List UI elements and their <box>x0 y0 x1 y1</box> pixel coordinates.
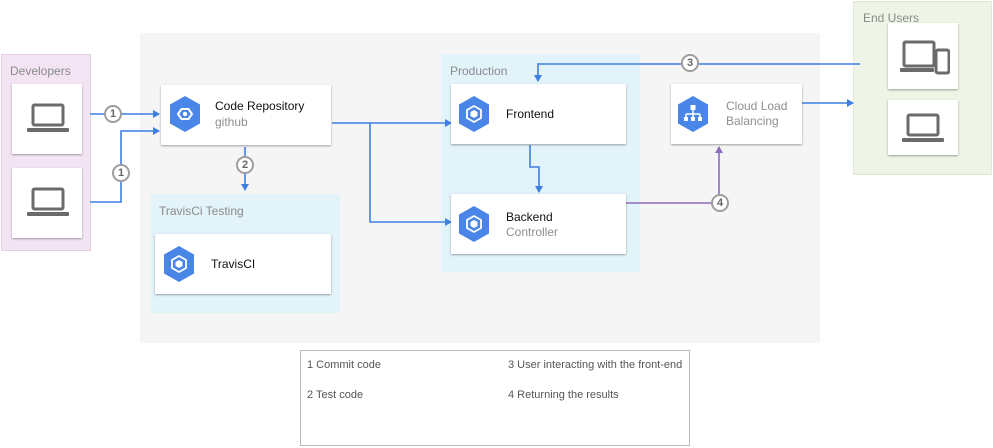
production-label: Production <box>450 64 508 78</box>
developer-laptop-1[interactable] <box>12 84 82 154</box>
legend-user-interacting: 3 User interacting with the front-end <box>508 359 683 371</box>
load-balancing-icon <box>678 96 708 132</box>
load-balancing-title: Cloud Load <box>726 99 788 113</box>
frontend-to-backend-arrow <box>529 145 543 193</box>
kubernetes-engine-icon <box>459 96 489 132</box>
code-repository-card[interactable]: Code Repository github <box>161 85 331 145</box>
frontend-title: Frontend <box>506 107 555 121</box>
badge-test: 2 <box>236 156 254 174</box>
load-balancing-card[interactable]: Cloud Load Balancing <box>671 84 802 144</box>
kubernetes-engine-icon <box>164 246 194 282</box>
developer-laptop-2[interactable] <box>12 168 82 238</box>
travisci-title: TravisCI <box>211 257 256 271</box>
end-user-laptop[interactable] <box>888 100 958 155</box>
results-arrow <box>626 146 723 204</box>
frontend-card[interactable]: Frontend <box>451 84 626 144</box>
laptop-icon <box>27 103 69 132</box>
code-repository-title: Code Repository <box>215 99 305 113</box>
badge-results: 4 <box>711 194 729 212</box>
kubernetes-engine-icon <box>459 206 489 242</box>
end-users-label: End Users <box>863 11 920 25</box>
user-to-frontend-arrow <box>534 63 860 82</box>
repo-to-backend-arrow <box>369 123 452 226</box>
legend-returning-results: 4 Returning the results <box>508 389 619 401</box>
badge-user: 3 <box>681 54 699 72</box>
legend-commit-code: 1 Commit code <box>307 359 381 371</box>
legend-box: 1 Commit code 2 Test code 3 User interac… <box>300 350 690 446</box>
developers-label: Developers <box>10 64 71 78</box>
travis-testing-label: TravisCi Testing <box>159 204 244 218</box>
laptop-icon <box>902 113 944 142</box>
badge-commit-bottom: 1 <box>112 164 130 182</box>
travisci-card[interactable]: TravisCI <box>155 234 331 294</box>
backend-card[interactable]: Backend Controller <box>451 194 626 254</box>
laptop-icon <box>27 187 69 216</box>
end-user-mobile-laptop[interactable] <box>888 23 958 89</box>
code-repository-subtitle: github <box>215 115 248 129</box>
badge-commit-top: 1 <box>104 105 122 123</box>
load-balancing-subtitle: Balancing <box>726 114 779 128</box>
legend-test-code: 2 Test code <box>307 389 364 401</box>
backend-title: Backend <box>506 210 553 224</box>
backend-subtitle: Controller <box>506 225 559 239</box>
phone-laptop-icon <box>900 40 950 75</box>
source-repository-icon <box>170 96 200 132</box>
